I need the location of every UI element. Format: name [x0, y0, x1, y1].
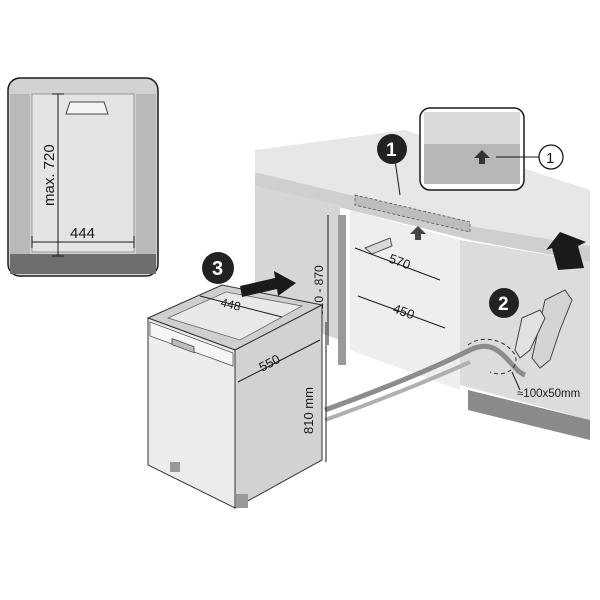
hose-connector-icon — [514, 309, 546, 359]
height-label: 810 mm — [301, 387, 316, 434]
detail-callout — [394, 107, 540, 196]
dishwasher-foot-left — [170, 462, 180, 472]
step-1-number: 1 — [386, 140, 397, 161]
supply-hose — [324, 360, 471, 422]
dishwasher-top-plate — [166, 291, 304, 341]
detail-underside — [424, 144, 520, 184]
niche-width-label: 450 — [391, 301, 417, 323]
left-support-post — [338, 215, 346, 365]
detail-ref-badge: 1 — [538, 144, 564, 170]
opening-leader — [511, 371, 521, 391]
inset-door — [31, 93, 135, 253]
niche-depth-dim-line — [354, 247, 441, 281]
opening-label: ≈100x50mm — [517, 388, 580, 400]
inset-height-label: max. 720 — [41, 144, 58, 206]
depth-dim-line — [237, 339, 321, 383]
inset-left-jamb — [10, 94, 30, 254]
mounting-arrow-icon — [410, 226, 426, 240]
dishwasher — [146, 284, 324, 509]
opening-label-group: ≈100x50mm — [511, 371, 580, 400]
door-panel-inset: max. 720 444 — [7, 77, 159, 277]
wall-valve-icon — [531, 289, 573, 369]
step-1-circle — [377, 134, 407, 164]
push-arrow-icon — [546, 232, 586, 270]
door-handle-icon — [65, 101, 109, 115]
step-2-badge: 2 — [489, 288, 519, 318]
niche-dimensions: 810 - 870 570 450 — [312, 215, 446, 345]
detail-countertop — [424, 112, 520, 144]
niche-width-dim-line — [357, 295, 446, 329]
step-3-badge: 3 — [202, 252, 296, 297]
step1-leader — [394, 159, 401, 196]
top-width-label: 448 — [219, 295, 242, 314]
slide-in-arrow-icon — [240, 271, 296, 297]
detail-arrow-icon — [474, 150, 490, 164]
top-width-dim-line — [199, 295, 283, 318]
drain-hose — [324, 343, 527, 413]
water-tap-icon — [364, 237, 393, 255]
niche-back-wall — [350, 210, 460, 390]
step-3-number: 3 — [212, 258, 223, 280]
pipe-opening-outline — [467, 338, 517, 375]
inset-bottom-strip — [10, 254, 156, 274]
detail-ref-number: 1 — [546, 150, 554, 167]
inset-width-label: 444 — [70, 225, 95, 242]
detail-ref-circle — [538, 144, 564, 170]
step-3-circle — [202, 252, 234, 284]
control-handle-icon — [171, 338, 195, 354]
mounting-strip — [354, 194, 471, 233]
dishwasher-foot-right — [236, 494, 248, 508]
control-panel — [149, 321, 234, 367]
dishwasher-side — [234, 304, 323, 509]
right-cabinet-plinth — [468, 390, 590, 440]
step-2-circle — [489, 288, 519, 318]
inset-right-jamb — [136, 94, 156, 254]
step-1-badge: 1 — [377, 134, 407, 164]
step-2-number: 2 — [498, 294, 509, 315]
niche-depth-label: 570 — [387, 251, 413, 273]
countertop-surface — [255, 130, 590, 246]
